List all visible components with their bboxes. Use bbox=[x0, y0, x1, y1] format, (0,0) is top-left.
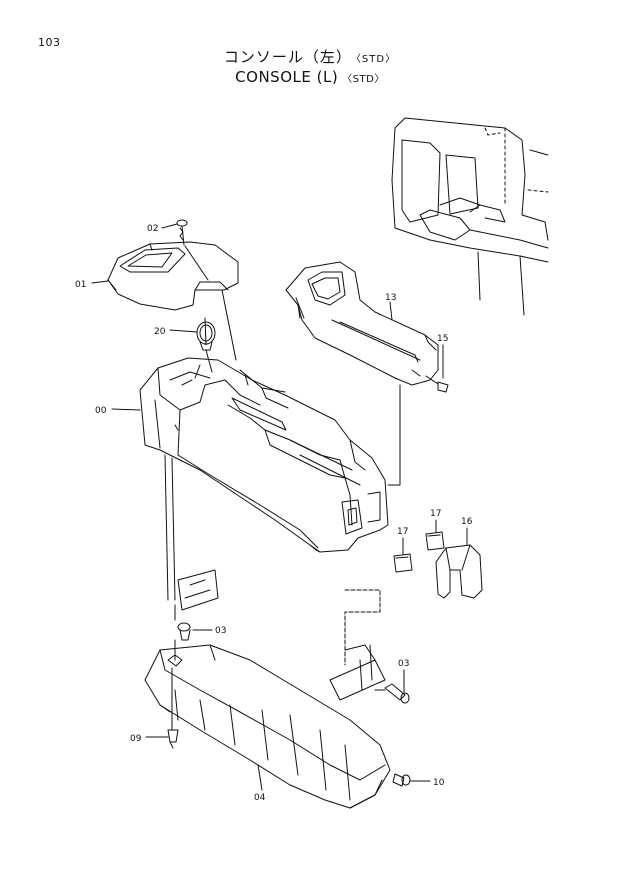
label-part-15: 15 bbox=[437, 334, 448, 344]
part-03-bolt-b bbox=[384, 683, 410, 704]
mount-bracket-left bbox=[177, 569, 219, 611]
label-part-13: 13 bbox=[385, 293, 396, 303]
part-15-bolt bbox=[425, 375, 449, 393]
part-17-pad-b bbox=[425, 531, 445, 551]
page-number: 103 bbox=[38, 36, 61, 49]
guide-lines bbox=[171, 245, 401, 731]
part-16-u-bracket bbox=[435, 544, 483, 599]
part-10-bolt bbox=[392, 773, 411, 787]
title-jp-text: コンソール（左） bbox=[223, 48, 352, 66]
part-01-top-cover bbox=[107, 241, 239, 311]
part-03-bolt-a bbox=[177, 622, 191, 641]
label-part-17a: 17 bbox=[397, 527, 408, 537]
title-en-text: CONSOLE (L) bbox=[235, 68, 339, 86]
label-part-10: 10 bbox=[433, 778, 445, 788]
leader-lines bbox=[91, 223, 468, 791]
title-jp-suffix: 〈STD〉 bbox=[355, 54, 397, 65]
mount-bracket-right bbox=[329, 644, 386, 701]
label-part-03a: 03 bbox=[215, 626, 226, 636]
part-labels: 00 01 02 20 13 15 17 17 16 03 03 09 04 1… bbox=[75, 224, 473, 803]
part-13-armrest bbox=[285, 261, 439, 386]
cab-outline bbox=[391, 117, 549, 316]
title-japanese: コンソール（左）〈STD〉 bbox=[0, 46, 620, 67]
part-04-lower-tray bbox=[144, 644, 391, 809]
title-en-suffix: 〈STD〉 bbox=[342, 74, 385, 85]
label-part-20: 20 bbox=[154, 327, 166, 337]
label-part-00: 00 bbox=[95, 406, 107, 416]
part-09-bolt bbox=[167, 729, 179, 749]
label-part-02: 02 bbox=[147, 224, 158, 234]
label-part-03b: 03 bbox=[398, 659, 409, 669]
label-part-01: 01 bbox=[75, 280, 86, 290]
part-17-pad-a bbox=[393, 553, 413, 573]
label-part-04: 04 bbox=[254, 793, 266, 803]
title-english: CONSOLE (L)〈STD〉 bbox=[0, 68, 620, 86]
part-00-console-body bbox=[139, 357, 389, 601]
label-part-16: 16 bbox=[461, 517, 473, 527]
part-02-screw bbox=[176, 219, 188, 246]
label-part-09: 09 bbox=[130, 734, 142, 744]
label-part-17b: 17 bbox=[430, 509, 441, 519]
